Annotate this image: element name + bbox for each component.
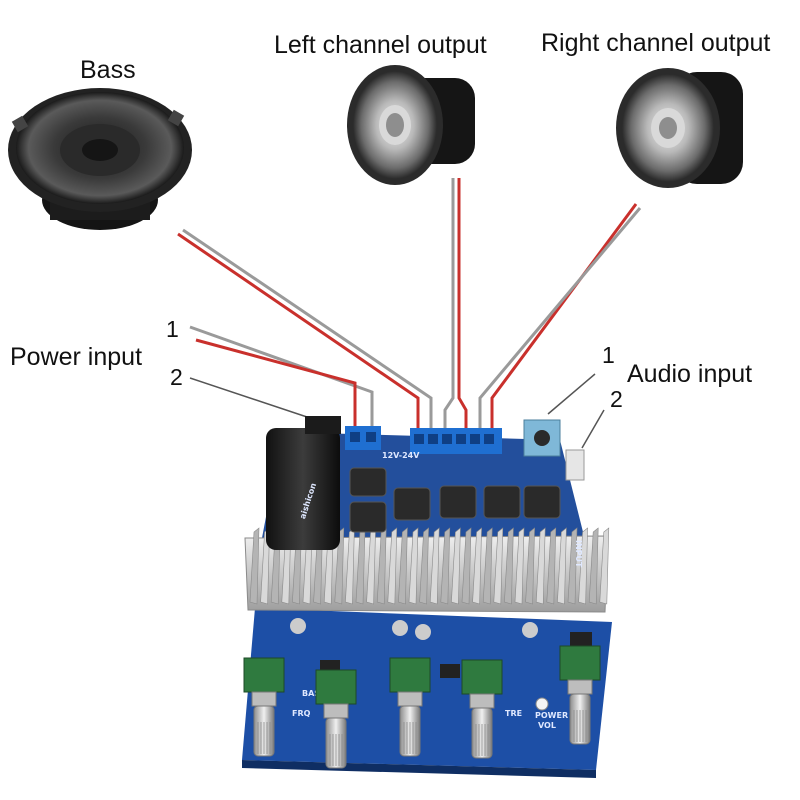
bass-knob-marking: BAS: [302, 689, 320, 698]
heatsink-fin: [546, 527, 557, 605]
heatsink-fin: [472, 527, 482, 605]
audio-pin-2-label: 2: [610, 386, 623, 412]
right-channel-output-label: Right channel output: [541, 29, 771, 57]
heatsink-fin: [249, 527, 260, 605]
power-led-marking: POWER: [535, 711, 568, 720]
bass-wires: [177, 228, 433, 432]
potentiometer-knob[interactable]: [243, 657, 285, 757]
heatsink-fin: [493, 527, 504, 605]
volume-knob-marking: VOL: [538, 721, 556, 730]
power-input-label: Power input: [10, 343, 143, 371]
pointer-lines: [189, 373, 605, 449]
potentiometer-knob[interactable]: [315, 669, 357, 769]
potentiometers: [243, 645, 601, 769]
bass-speaker: [8, 88, 192, 230]
right-output-wires: [478, 203, 642, 432]
heatsink-fin: [482, 527, 493, 605]
heatsink-fin: [334, 527, 345, 605]
pcb-small-components: [290, 618, 592, 711]
heatsink-fin: [525, 527, 535, 605]
input-marking: INPUT: [574, 540, 583, 568]
potentiometer-knob[interactable]: [389, 657, 431, 757]
heatsink-fin: [398, 527, 408, 605]
inductors: [349, 467, 561, 533]
power-wires: [189, 325, 374, 432]
audio-pin-1-label: 1: [602, 342, 615, 368]
heatsink-fin: [599, 527, 610, 605]
heatsink-fin: [578, 527, 588, 605]
audio-input-label: Audio input: [627, 360, 753, 388]
heatsink-fin: [387, 527, 398, 605]
right-channel-speaker: [616, 68, 743, 188]
heatsink-fin: [440, 527, 451, 605]
potentiometer-knob[interactable]: [461, 659, 503, 759]
power-pin-1-label: 1: [166, 316, 179, 342]
heatsink-fin: [535, 527, 546, 605]
potentiometer-knob[interactable]: [559, 645, 601, 745]
heatsink-fin: [419, 527, 429, 605]
voltage-marking: 12V-24V: [382, 451, 420, 460]
heatsink-fin: [567, 527, 578, 605]
heatsink-fin: [451, 527, 461, 605]
heatsink-fin: [514, 527, 525, 605]
power-pin-2-label: 2: [170, 364, 183, 390]
heatsink-fin: [504, 527, 514, 605]
speaker-terminal-block: [410, 428, 502, 454]
power-terminal-block: [345, 426, 381, 450]
audio-input-jack: [523, 419, 585, 481]
heatsink-fin: [557, 527, 567, 605]
amplifier-board: aishicon 12V-24V: [242, 416, 612, 778]
heatsink-fin: [408, 527, 419, 605]
heatsink-fin: [429, 527, 440, 605]
heatsink-fin: [461, 527, 472, 605]
heatsink-fin: [588, 527, 599, 605]
capacitor: aishicon: [266, 416, 341, 550]
freq-knob-marking: FRQ: [292, 709, 311, 718]
bass-label: Bass: [80, 56, 136, 84]
left-channel-speaker: [347, 65, 475, 185]
left-channel-output-label: Left channel output: [274, 31, 487, 59]
left-output-wires: [443, 178, 468, 432]
treble-knob-marking: TRE: [505, 709, 522, 718]
